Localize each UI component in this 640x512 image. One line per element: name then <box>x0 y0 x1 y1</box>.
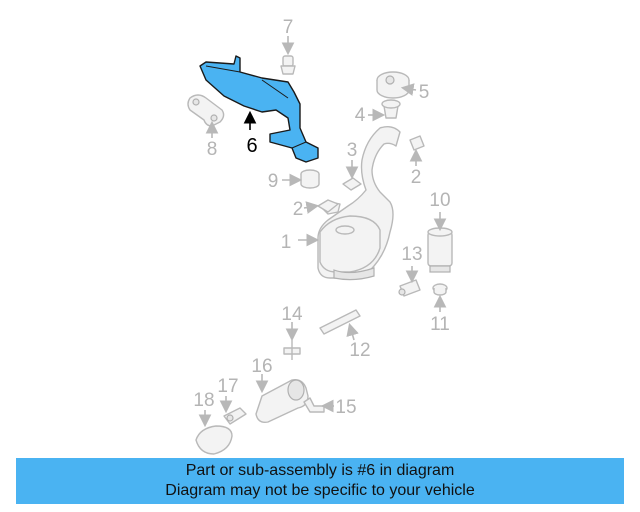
callout-4: 4 <box>355 105 366 126</box>
part-8-bracket <box>187 94 225 138</box>
part-14-connector <box>283 322 301 360</box>
part-16-motor <box>255 374 309 424</box>
callout-12: 12 <box>349 340 370 361</box>
parts-diagram: 1 2 2 3 4 5 6 7 8 9 10 11 12 13 14 15 16… <box>187 17 453 455</box>
part-13-connector <box>398 266 421 297</box>
callout-14: 14 <box>281 304 303 325</box>
callout-2-left: 2 <box>293 199 304 220</box>
callout-9: 9 <box>268 171 279 192</box>
callout-11: 11 <box>430 314 450 335</box>
callout-3: 3 <box>347 140 358 161</box>
callout-8: 8 <box>207 139 218 160</box>
part-7-bolt <box>280 36 296 75</box>
part-18-cover <box>195 410 233 455</box>
callout-18: 18 <box>193 390 214 411</box>
callout-16: 16 <box>251 356 272 377</box>
part-3-clip <box>342 160 362 191</box>
part-2-clip-right <box>409 135 425 166</box>
part-5-filler-cap <box>376 71 417 99</box>
callout-10: 10 <box>429 190 450 211</box>
part-12-hose <box>319 309 361 341</box>
callout-1: 1 <box>281 232 292 253</box>
callout-6: 6 <box>246 135 257 157</box>
callout-15: 15 <box>335 397 356 418</box>
footer-banner: Part or sub-assembly is #6 in diagram Di… <box>16 458 624 504</box>
callout-17: 17 <box>217 376 238 397</box>
callout-13: 13 <box>401 244 422 265</box>
callout-7: 7 <box>283 17 294 38</box>
part-11-grommet <box>432 283 448 312</box>
part-2-clip-left <box>303 199 339 214</box>
part-17-nozzle <box>219 396 247 425</box>
callout-5: 5 <box>419 82 430 103</box>
part-9-grommet <box>282 169 320 189</box>
callout-2-right: 2 <box>411 167 422 188</box>
part-6-filler-duct <box>199 55 319 163</box>
part-4-grommet <box>368 99 401 122</box>
footer-line-1: Part or sub-assembly is #6 in diagram <box>185 462 455 479</box>
part-10-washer-pump <box>427 212 453 273</box>
part-1-reservoir <box>298 125 401 281</box>
footer-line-2: Diagram may not be specific to your vehi… <box>165 482 475 499</box>
part-15-hose <box>303 397 334 413</box>
